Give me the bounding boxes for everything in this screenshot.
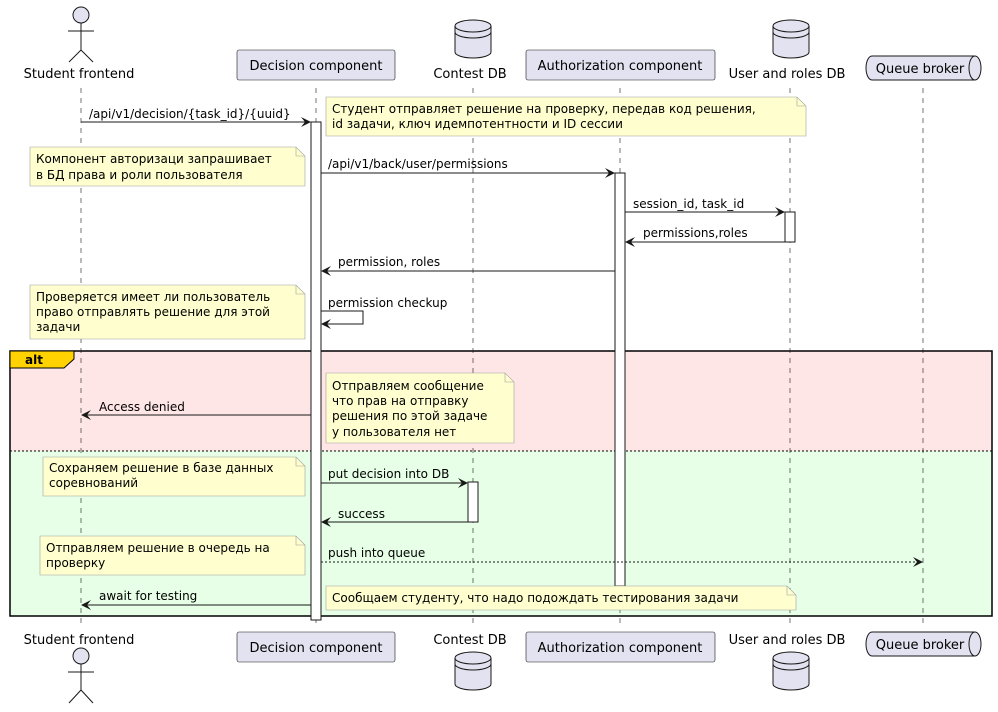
note-line: id задачи, ключ идемпотентности и ID сес…	[332, 117, 623, 131]
note-line: в БД права и роли пользователя	[36, 168, 243, 182]
participant-label-auth: Authorization component	[538, 59, 703, 74]
message-label: await for testing	[99, 589, 197, 603]
note: Компонент авторизаци запрашивает в БД пр…	[29, 146, 306, 187]
participant-label-queue: Queue broker	[876, 62, 965, 77]
note: Проверяется имеет ли пользователь право …	[29, 284, 306, 340]
note-line: решения по этой задаче	[332, 409, 487, 423]
participants-bottom: Student frontend Decision component Cont…	[24, 631, 982, 704]
actor-student-bottom: Student frontend	[24, 633, 135, 704]
participant-label-auth: Authorization component	[538, 641, 703, 656]
note-line: соревнований	[49, 476, 138, 490]
participant-decision-bottom: Decision component	[236, 631, 396, 663]
participant-label-decision: Decision component	[249, 641, 382, 656]
note: Отправляем решение в очередь на проверку	[39, 535, 306, 576]
activation-auth	[614, 172, 626, 587]
database-user-bottom: User and roles DB	[729, 633, 846, 691]
message-label: success	[338, 507, 385, 521]
actor-icon	[72, 6, 90, 24]
note-line: Отправляем сообщение	[332, 379, 484, 393]
database-icon	[454, 651, 492, 691]
alt-tag	[9, 350, 75, 369]
note-line: право отправлять решение для этой	[36, 305, 270, 319]
participant-auth-bottom: Authorization component	[525, 631, 716, 663]
note-line: Проверяется имеет ли пользователь	[36, 290, 270, 304]
messages: /api/v1/decision/{task_id}/{uuid} /api/v…	[81, 107, 923, 610]
note-line: Отправляем решение в очередь на	[46, 541, 270, 555]
activation-user-db	[784, 211, 796, 243]
note-line: Студент отправляет решение на проверку, …	[332, 102, 756, 116]
activation-decision	[310, 121, 322, 621]
note-line: Сохраняем решение в базе данных	[49, 461, 273, 475]
database-contest-top: Contest DB	[433, 19, 507, 82]
message-label: session_id, task_id	[633, 197, 744, 211]
notes: Студент отправляет решение на проверку, …	[29, 96, 807, 611]
participant-label-queue: Queue broker	[876, 638, 965, 653]
participant-label-student: Student frontend	[24, 67, 135, 82]
activations	[310, 121, 796, 621]
participant-label-contest-db: Contest DB	[433, 67, 506, 82]
note-line: проверку	[46, 556, 105, 570]
message-label: Access denied	[99, 400, 185, 414]
participants-top: Student frontend Decision component Cont…	[24, 6, 982, 82]
actor-student-top: Student frontend	[24, 6, 135, 82]
note: Сохраняем решение в базе данных соревнов…	[42, 456, 306, 497]
database-icon	[772, 651, 810, 691]
note-line: задачи	[36, 320, 80, 334]
message-label: /api/v1/back/user/permissions	[328, 157, 508, 171]
note-line: Компонент авторизаци запрашивает	[36, 152, 272, 166]
message-label: /api/v1/decision/{task_id}/{uuid}	[89, 107, 291, 121]
participant-label-student: Student frontend	[24, 633, 135, 648]
message-label: push into queue	[328, 546, 425, 560]
alt-frame	[9, 350, 993, 617]
participant-label-user-db: User and roles DB	[729, 633, 846, 648]
note: Студент отправляет решение на проверку, …	[325, 96, 807, 137]
database-user-top: User and roles DB	[729, 19, 846, 82]
message-label: put decision into DB	[328, 467, 449, 481]
message-label: permissions,roles	[643, 226, 748, 240]
note-line: что прав на отправку	[332, 394, 469, 408]
activation-contest-db	[467, 481, 479, 523]
participant-decision-top: Decision component	[236, 49, 396, 81]
participant-label-user-db: User and roles DB	[729, 67, 846, 82]
actor-icon	[72, 647, 90, 665]
message-label: permission checkup	[328, 296, 447, 310]
queue-broker-top: Queue broker	[865, 55, 982, 81]
note-line: у пользователя нет	[332, 425, 456, 439]
database-contest-bottom: Contest DB	[433, 633, 507, 691]
database-icon	[454, 19, 492, 59]
queue-broker-bottom: Queue broker	[865, 631, 982, 657]
note-line: Сообщаем студенту, что надо подождать те…	[332, 591, 738, 605]
participant-auth-top: Authorization component	[525, 49, 716, 81]
note: Отправляем сообщение что прав на отправк…	[325, 372, 515, 444]
self-message-arrow	[321, 310, 364, 329]
database-icon	[772, 19, 810, 59]
alt-label: alt	[25, 353, 43, 367]
participant-label-decision: Decision component	[249, 59, 382, 74]
participant-label-contest-db: Contest DB	[433, 633, 506, 648]
note: Сообщаем студенту, что надо подождать те…	[325, 585, 797, 611]
message-label: permission, roles	[338, 255, 440, 269]
